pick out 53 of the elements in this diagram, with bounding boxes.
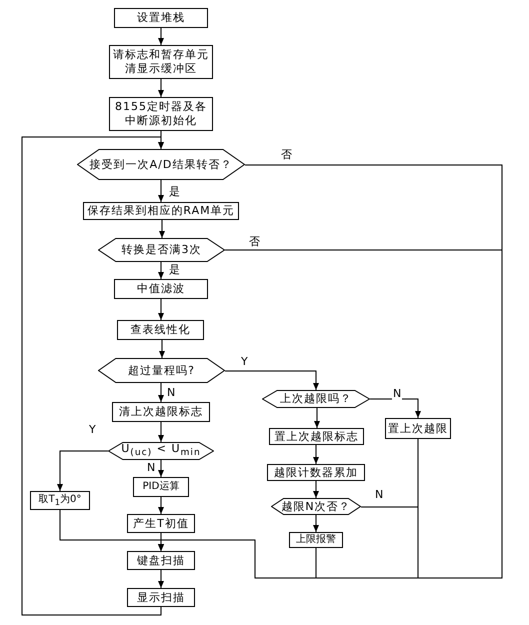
arrow <box>158 298 164 320</box>
arrow <box>158 460 164 478</box>
arrow <box>313 514 319 532</box>
arrow <box>57 450 108 492</box>
arrow <box>158 78 164 98</box>
edge-label: 是 <box>168 264 181 276</box>
edge-label: N <box>146 462 156 474</box>
edge-label: 否 <box>248 236 261 248</box>
arrow <box>370 398 421 418</box>
decision-hexagon: 越限N次否？ <box>271 498 361 515</box>
process-box: 中值滤波 <box>114 279 208 299</box>
arrow <box>158 180 164 202</box>
arrow <box>22 136 164 616</box>
decision-hexagon: 转换是否满3次 <box>98 238 225 262</box>
arrow <box>314 408 320 428</box>
arrow <box>313 480 319 498</box>
process-box: 取T$_{1}$为0° <box>30 491 90 510</box>
process-box: 显示扫描 <box>127 588 195 607</box>
decision-hexagon: 上次越限吗？ <box>262 390 370 408</box>
arrow <box>158 422 164 442</box>
arrow <box>159 220 165 238</box>
edge-label: N <box>166 387 176 399</box>
edge-label: Y <box>88 424 97 436</box>
decision-hexagon: 超过量程吗? <box>98 358 225 383</box>
process-box: 保存结果到相应的RAM单元 <box>83 202 239 220</box>
arrow <box>158 382 164 402</box>
edge-label: 是 <box>168 186 181 198</box>
edge-label: Y <box>240 356 249 368</box>
process-box: PID运算 <box>133 477 189 497</box>
process-box: 越限计数器累加 <box>267 464 365 481</box>
process-box: 上限报警 <box>289 532 343 548</box>
process-box: 清上次越限标志 <box>112 402 210 422</box>
arrow <box>159 340 165 358</box>
process-box: 置上次越限 <box>385 418 451 439</box>
process-box: 8155定时器及各中断源初始化 <box>109 97 213 131</box>
edge-label: 否 <box>280 149 293 161</box>
process-box: 设置堆栈 <box>114 8 208 28</box>
edge-label: N <box>392 388 402 400</box>
arrow <box>313 444 319 464</box>
arrow <box>158 570 164 588</box>
process-box: 置上次越限标志 <box>269 428 364 445</box>
arrow <box>224 370 319 390</box>
arrow <box>158 28 164 46</box>
arrow <box>158 496 164 514</box>
decision-hexagon: 接受到一次A/D结果转否？ <box>77 149 245 180</box>
decision-hexagon: U$_{(uc)}$ < U$_{min}$ <box>108 442 214 460</box>
process-box: 查表线性化 <box>117 320 204 340</box>
process-box: 请标志和暂存单元清显示缓冲区 <box>109 45 213 79</box>
arrow <box>158 262 164 280</box>
arrow <box>158 540 316 578</box>
edge-label: N <box>374 489 384 501</box>
process-box: 产生T初值 <box>127 514 195 533</box>
process-box: 键盘扫描 <box>127 551 195 570</box>
